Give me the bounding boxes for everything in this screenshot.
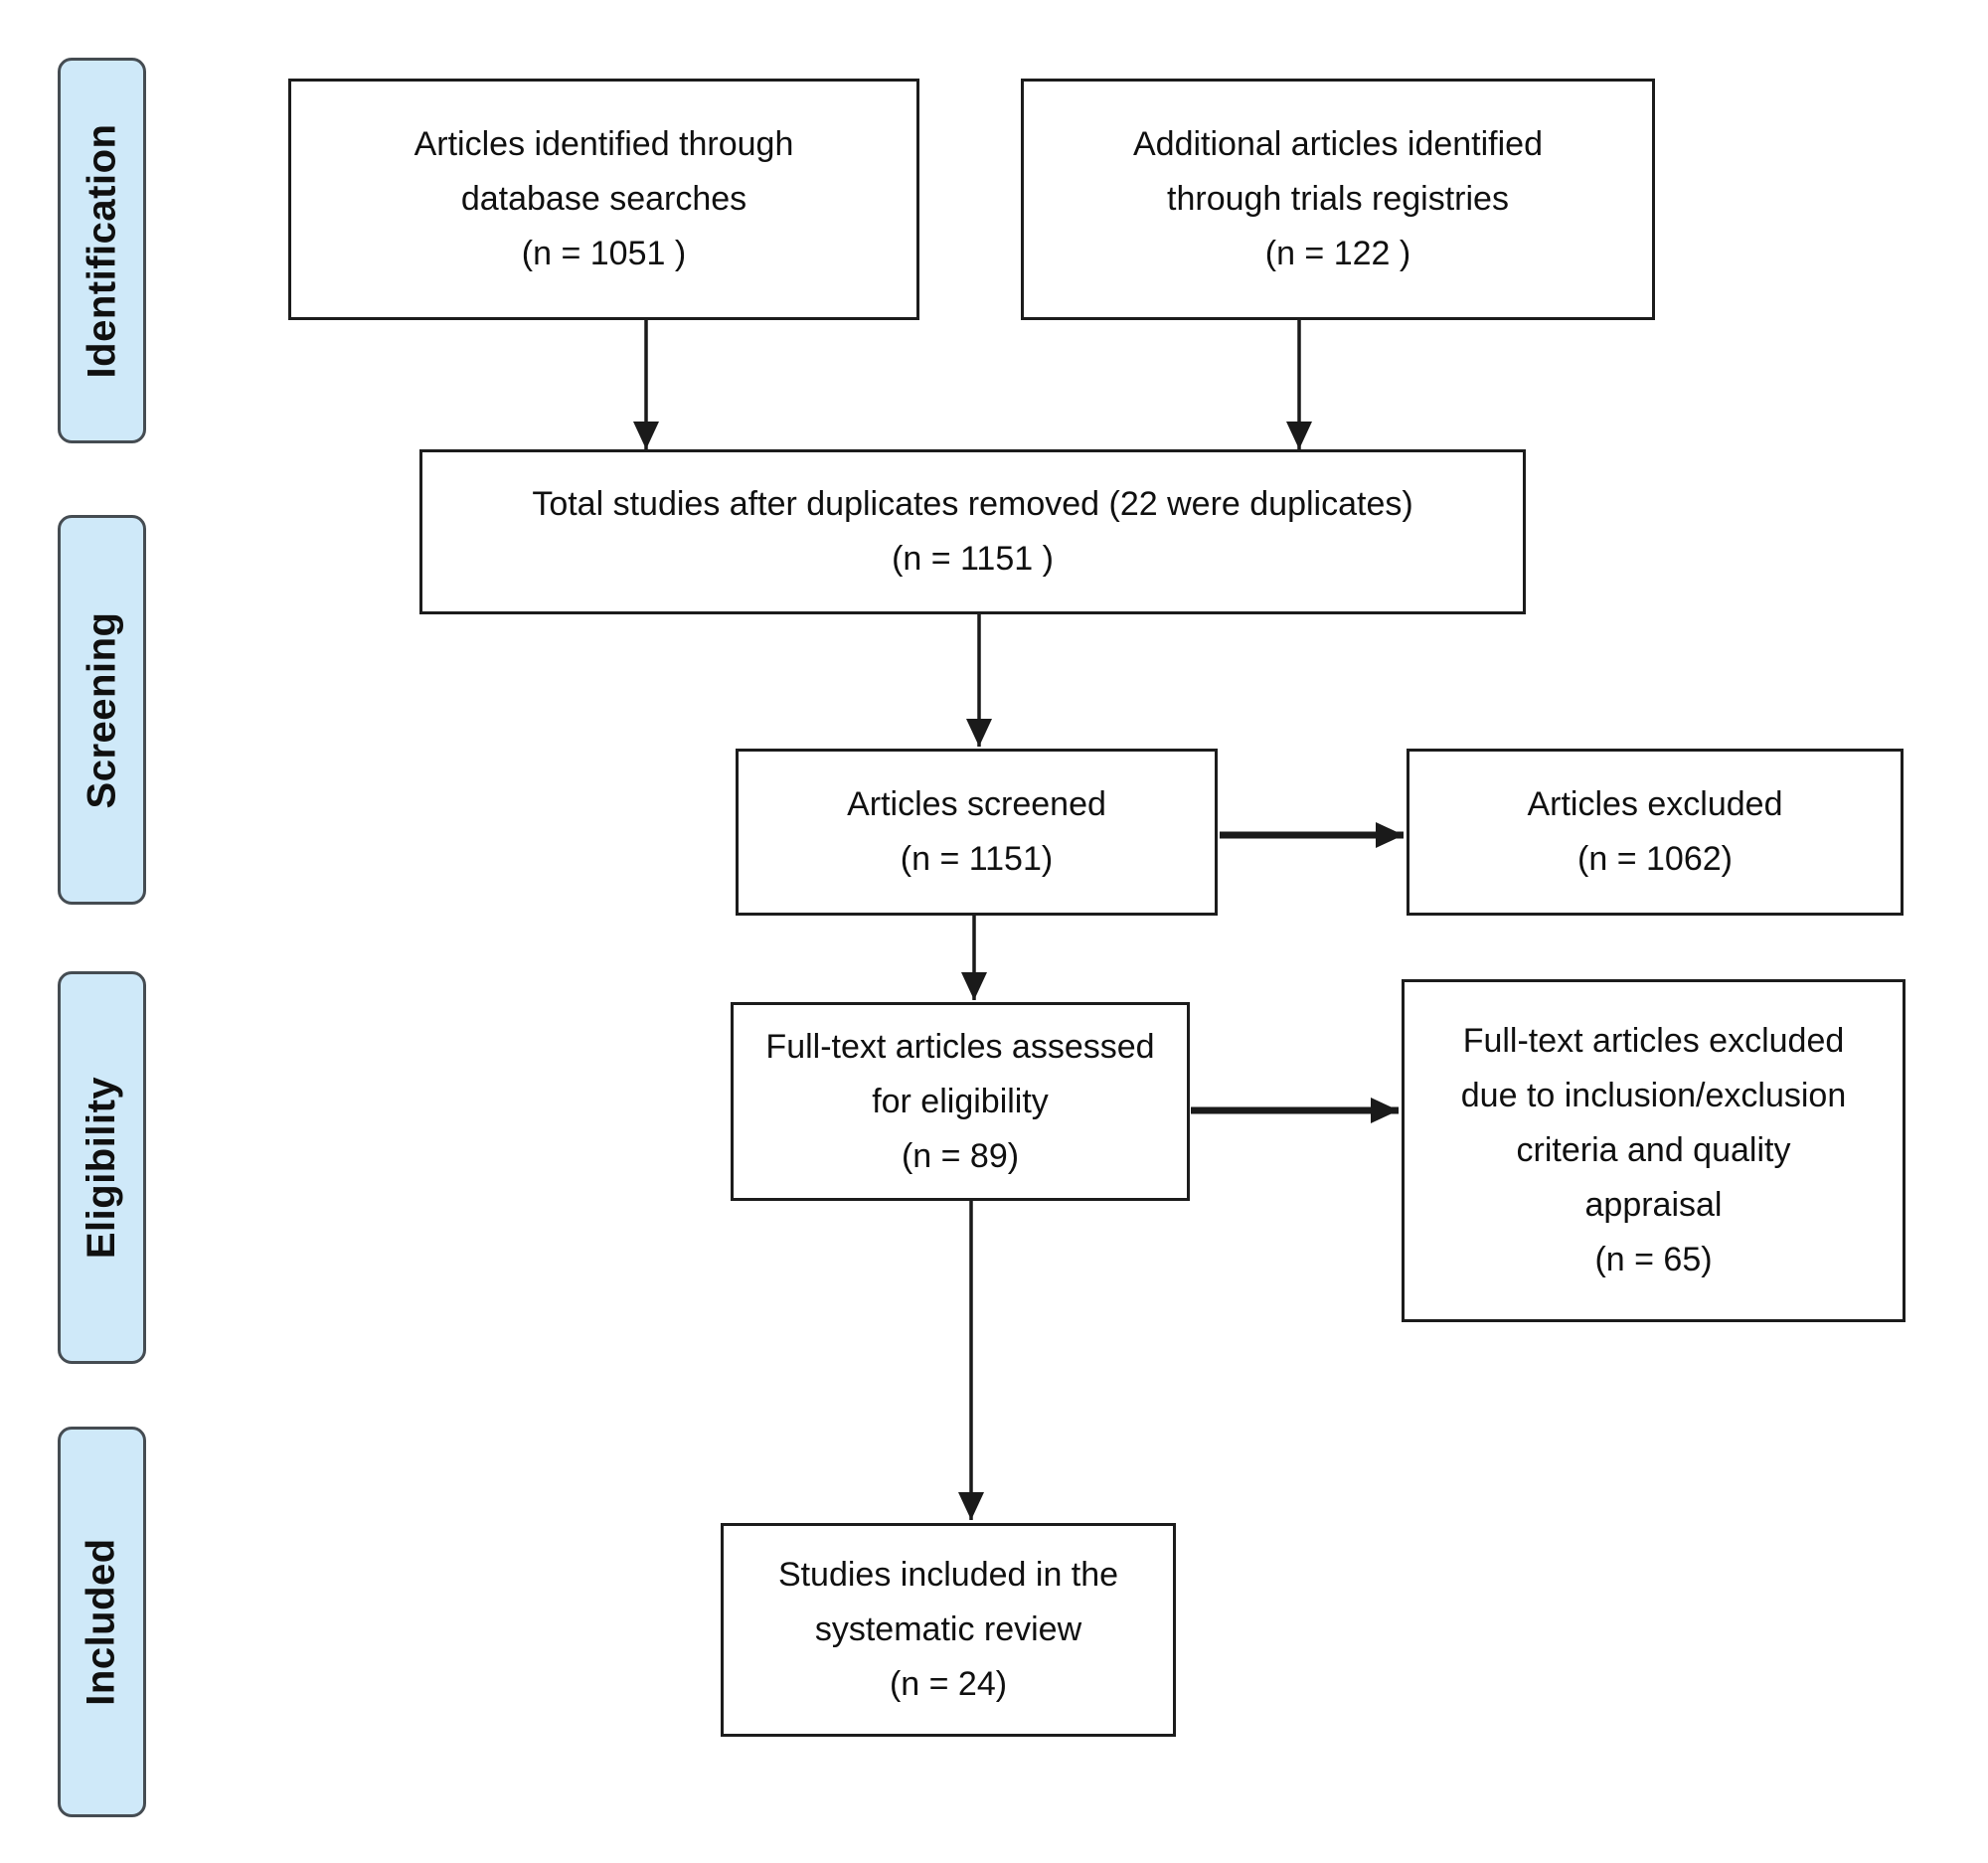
box-count-line: (n = 1151) — [900, 840, 1054, 878]
box-text-line: database searches — [460, 180, 747, 218]
box-text-line: Total studies after duplicates removed (… — [532, 485, 1413, 523]
box-fulltext-assessed: Full-text articles assessed for eligibil… — [731, 1002, 1190, 1201]
box-count-line: (n = 1062) — [1577, 840, 1733, 878]
box-text-line: criteria and quality — [1516, 1131, 1791, 1169]
box-articles-screened: Articles screened (n = 1151) — [736, 749, 1218, 916]
box-text-line: for eligibility — [872, 1082, 1049, 1120]
box-count-line: (n = 89) — [901, 1136, 1020, 1175]
box-count-line: (n = 1051 ) — [521, 235, 687, 272]
box-studies-included: Studies included in the systematic revie… — [721, 1523, 1176, 1737]
box-fulltext-excluded: Full-text articles excluded due to inclu… — [1402, 979, 1905, 1322]
box-text-line: Articles excluded — [1527, 785, 1783, 823]
phase-label-screening: Screening — [58, 515, 146, 905]
box-text-line: Additional articles identified — [1132, 125, 1544, 163]
phase-label-text: Included — [80, 1538, 124, 1706]
box-text-line: through trials registries — [1167, 180, 1509, 218]
box-text-line: Studies included in the — [777, 1556, 1119, 1594]
box-text-line: Articles identified through — [414, 125, 794, 163]
phase-label-text: Identification — [80, 123, 124, 378]
box-text-line: appraisal — [1584, 1186, 1723, 1224]
box-text-line: Articles screened — [847, 785, 1106, 823]
box-count-line: (n = 1151 ) — [892, 540, 1054, 578]
box-articles-excluded: Articles excluded (n = 1062) — [1407, 749, 1904, 916]
box-articles-identified-registries: Additional articles identified through t… — [1021, 79, 1655, 320]
box-count-line: (n = 122 ) — [1264, 235, 1411, 272]
phase-label-included: Included — [58, 1427, 146, 1817]
box-articles-identified-database: Articles identified through database sea… — [288, 79, 919, 320]
box-count-line: (n = 65) — [1594, 1241, 1713, 1278]
box-count-line: (n = 24) — [889, 1665, 1008, 1703]
phase-label-identification: Identification — [58, 58, 146, 443]
box-text-line: Full-text articles assessed — [765, 1027, 1155, 1066]
box-total-after-duplicates: Total studies after duplicates removed (… — [419, 449, 1526, 614]
box-text-line: due to inclusion/exclusion — [1460, 1077, 1847, 1114]
phase-label-eligibility: Eligibility — [58, 971, 146, 1364]
box-text-line: systematic review — [814, 1610, 1082, 1648]
box-text-line: Full-text articles excluded — [1462, 1022, 1845, 1060]
phase-label-text: Screening — [80, 611, 123, 808]
phase-label-text: Eligibility — [80, 1076, 124, 1260]
